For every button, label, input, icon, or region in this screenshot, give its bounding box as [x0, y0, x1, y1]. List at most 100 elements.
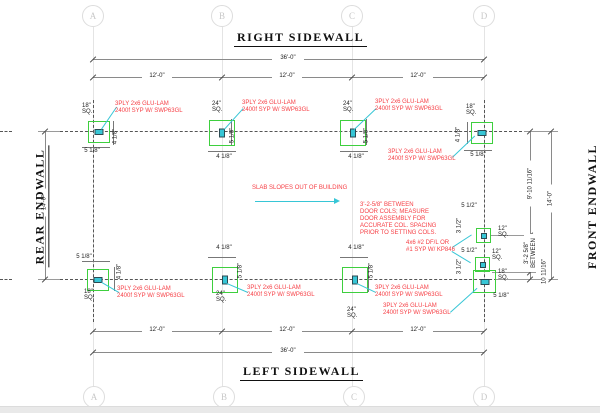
- size-unit: SQ.: [466, 110, 477, 116]
- title-right-sidewall: RIGHT SIDEWALL: [234, 30, 368, 47]
- note-line: 2400f SYP W/ SWP63GL: [388, 156, 456, 162]
- column-top-4: [471, 122, 493, 144]
- label-bot2-size: 24"SQ.: [216, 291, 226, 303]
- label-door-upper-size: 12"SQ.: [498, 226, 508, 238]
- rear-wall-line: [93, 100, 94, 322]
- note-line: DOOR COLS; MEASURE: [360, 209, 430, 215]
- size-value: 18": [82, 103, 91, 109]
- slab-arrow-head: [334, 198, 340, 204]
- size-unit: SQ.: [216, 297, 227, 303]
- mini-dim-line: [82, 261, 110, 262]
- dim-top-bay-3: 12'-0": [403, 73, 433, 80]
- mini-dim-line: [340, 151, 368, 152]
- size-unit: SQ.: [498, 275, 509, 281]
- label-door-lower-offset: 5 1/2": [461, 248, 477, 254]
- note-line: 2400f SYP W/ SWP63GL: [375, 292, 443, 298]
- top-wall-line: [60, 131, 522, 132]
- note-line: 3'-2-5/8" BETWEEN: [360, 202, 414, 208]
- note-line: 3PLY 2x6 GLU-LAM: [247, 285, 301, 291]
- size-value: 24": [216, 291, 225, 297]
- mini-dim-line: [366, 119, 367, 145]
- column-top-1: [88, 121, 110, 143]
- size-value: 24": [343, 101, 352, 107]
- column-bottom-3: [342, 267, 368, 293]
- column-core: [352, 275, 358, 285]
- size-value: 24": [347, 307, 356, 313]
- column-top-3: [340, 120, 366, 146]
- note-line: 3PLY 2x6 GLU-LAM: [383, 303, 437, 309]
- label-bot1-width: 4 1/8": [116, 263, 123, 280]
- note-line: 3PLY 2x6 GLU-LAM: [115, 101, 169, 107]
- mini-dim-line: [368, 266, 369, 292]
- label-corner-depth: 5 1/8": [493, 293, 509, 299]
- ext-line: [38, 279, 60, 280]
- title-left-sidewall: LEFT SIDEWALL: [240, 364, 363, 381]
- column-core: [480, 232, 487, 239]
- column-bottom-2: [212, 267, 238, 293]
- label-bot1-depth: 5 1/8": [76, 254, 92, 260]
- ext-line: [495, 279, 558, 280]
- label-top3-width: 4 1/8": [348, 154, 364, 160]
- dim-top-bay-2: 12'-0": [272, 73, 302, 80]
- grid-bubble-c-bottom: C: [343, 386, 365, 408]
- grid-label: C: [350, 392, 357, 402]
- column-top-2: [209, 120, 235, 146]
- grid-bubble-d-bottom: D: [473, 386, 495, 408]
- mini-dim-line: [82, 147, 110, 148]
- title-rear-endwall: REAR ENDWALL: [32, 145, 50, 268]
- size-unit: SQ.: [498, 232, 509, 238]
- column-core: [479, 261, 486, 268]
- mini-dim-line: [467, 122, 468, 144]
- grid-bubble-a-bottom: A: [83, 386, 105, 408]
- dim-top-overall: 36'-0": [272, 55, 304, 62]
- slab-arrow-line: [255, 201, 335, 202]
- column-core: [350, 128, 356, 138]
- door-column-upper: [476, 228, 491, 243]
- size-value: 18": [498, 269, 507, 275]
- mini-dim-line: [340, 257, 368, 258]
- front-wall-line: [484, 100, 485, 322]
- mini-dim-line: [231, 119, 232, 145]
- size-unit: SQ.: [492, 255, 503, 261]
- title-front-endwall: FRONT ENDWALL: [584, 141, 600, 272]
- size-value: 24": [212, 101, 221, 107]
- column-core: [94, 129, 104, 135]
- size-unit: SQ.: [82, 109, 93, 115]
- grid-label: B: [220, 392, 227, 402]
- note-line: 2400f SYP W/ SWP63GL: [242, 107, 310, 113]
- grid-line-c: [352, 27, 353, 387]
- horizontal-scrollbar[interactable]: [0, 406, 600, 413]
- ext-line: [492, 272, 536, 273]
- ext-line: [38, 131, 60, 132]
- between-dim-word: BETWEEN: [531, 238, 537, 268]
- label-bot3-width: 4 1/8": [348, 245, 364, 251]
- label-corner-size: 18"SQ.: [498, 269, 508, 281]
- size-unit: SQ.: [84, 295, 95, 301]
- label-door-lower-size: 12"SQ.: [492, 249, 502, 261]
- mini-dim-line: [464, 150, 492, 151]
- label-top1-size: 18"SQ.: [82, 103, 92, 115]
- note-slab-slope: SLAB SLOPES OUT OF BUILDING: [252, 185, 348, 191]
- grid-label: D: [480, 392, 488, 402]
- column-core: [477, 130, 487, 136]
- size-unit: SQ.: [347, 313, 358, 319]
- grid-bubble-c-top: C: [341, 5, 363, 27]
- label-top4-width: 4 1/8": [455, 126, 462, 143]
- ext-line: [524, 131, 558, 132]
- label-top1-depth: 5 1/8": [84, 148, 100, 154]
- bottom-wall-line: [60, 279, 522, 280]
- note-line: 3PLY 2x6 GLU-LAM: [375, 285, 429, 291]
- label-top4-size: 18"SQ.: [466, 104, 476, 116]
- label-top2-size: 24"SQ.: [212, 101, 222, 113]
- label-top1-width: 4 1/8": [112, 128, 119, 145]
- label-door-upper-offset: 5 1/2": [461, 203, 477, 209]
- label-top2-depth: 5 1/8": [229, 127, 236, 144]
- grid-bubble-b-top: B: [211, 5, 233, 27]
